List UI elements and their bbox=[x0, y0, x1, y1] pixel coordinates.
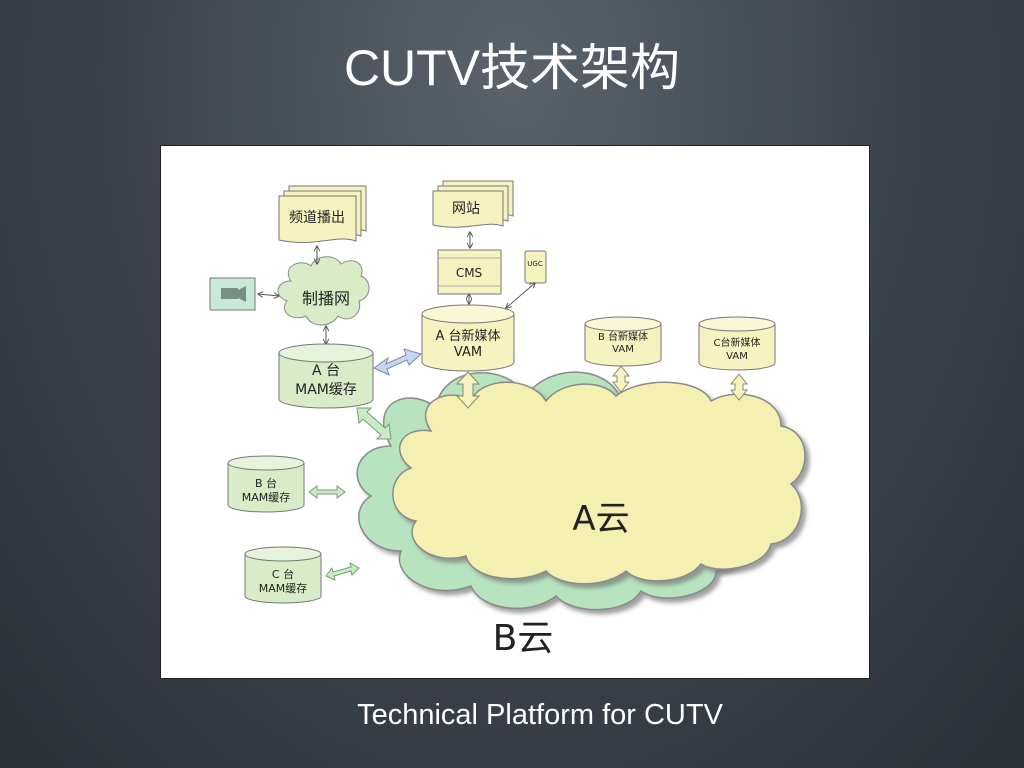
b-vam-label-1: B 台新媒体 bbox=[598, 330, 648, 343]
mam-vam-arrow bbox=[373, 348, 422, 376]
a-vam-label-1: A 台新媒体 bbox=[435, 328, 500, 344]
diagram-canvas: B云 A云 频道播出 网站 CMS UGC 制播网 bbox=[209, 180, 806, 659]
b-mam-cylinder bbox=[227, 455, 305, 513]
b-mam-cloud-arrow bbox=[308, 485, 346, 499]
cms-box bbox=[437, 249, 502, 295]
c-vam-cloud-arrow bbox=[729, 373, 749, 401]
a-vam-cloud-arrow bbox=[455, 371, 481, 409]
b-mam-label-1: B 台 bbox=[255, 476, 277, 490]
broadcast-network-label: 制播网 bbox=[302, 289, 350, 308]
website-label: 网站 bbox=[452, 201, 480, 217]
c-vam-label-1: C台新媒体 bbox=[714, 336, 761, 349]
c-vam-label-2: VAM bbox=[726, 351, 748, 362]
a-mam-cylinder bbox=[278, 343, 374, 409]
architecture-diagram: B云 A云 频道播出 网站 CMS UGC 制播网 bbox=[160, 145, 870, 679]
ugc-label: UGC bbox=[527, 260, 543, 268]
b-vam-label-2: VAM bbox=[612, 344, 634, 355]
a-vam-cylinder bbox=[421, 304, 515, 372]
cms-label: CMS bbox=[456, 266, 482, 280]
a-mam-label-1: A 台 bbox=[312, 363, 340, 379]
c-vam-cylinder bbox=[698, 316, 776, 371]
camera-network-connector bbox=[258, 294, 279, 296]
slide-caption: Technical Platform for CUTV bbox=[357, 699, 723, 731]
b-mam-label-2: MAM缓存 bbox=[242, 490, 291, 504]
camera-icon bbox=[209, 277, 256, 311]
a-vam-label-2: VAM bbox=[454, 345, 482, 360]
c-mam-cylinder bbox=[244, 546, 322, 604]
ugc-vam-connector bbox=[506, 283, 535, 308]
website-doc bbox=[432, 180, 514, 228]
mam-cloud-arrow bbox=[356, 407, 392, 440]
cloud-a bbox=[392, 381, 806, 585]
b-vam-cloud-arrow bbox=[611, 365, 631, 393]
cloud-b-label: B云 bbox=[493, 618, 554, 659]
c-mam-label-1: C 台 bbox=[272, 567, 294, 581]
b-vam-cylinder bbox=[584, 316, 662, 367]
cloud-a-label: A云 bbox=[572, 499, 629, 539]
channel-playout-label: 频道播出 bbox=[289, 210, 345, 226]
a-mam-label-2: MAM缓存 bbox=[295, 382, 357, 398]
slide-title: CUTV技术架构 bbox=[343, 40, 681, 96]
c-mam-cloud-arrow bbox=[325, 562, 360, 581]
c-mam-label-2: MAM缓存 bbox=[259, 581, 308, 595]
channel-playout-doc bbox=[278, 185, 367, 244]
